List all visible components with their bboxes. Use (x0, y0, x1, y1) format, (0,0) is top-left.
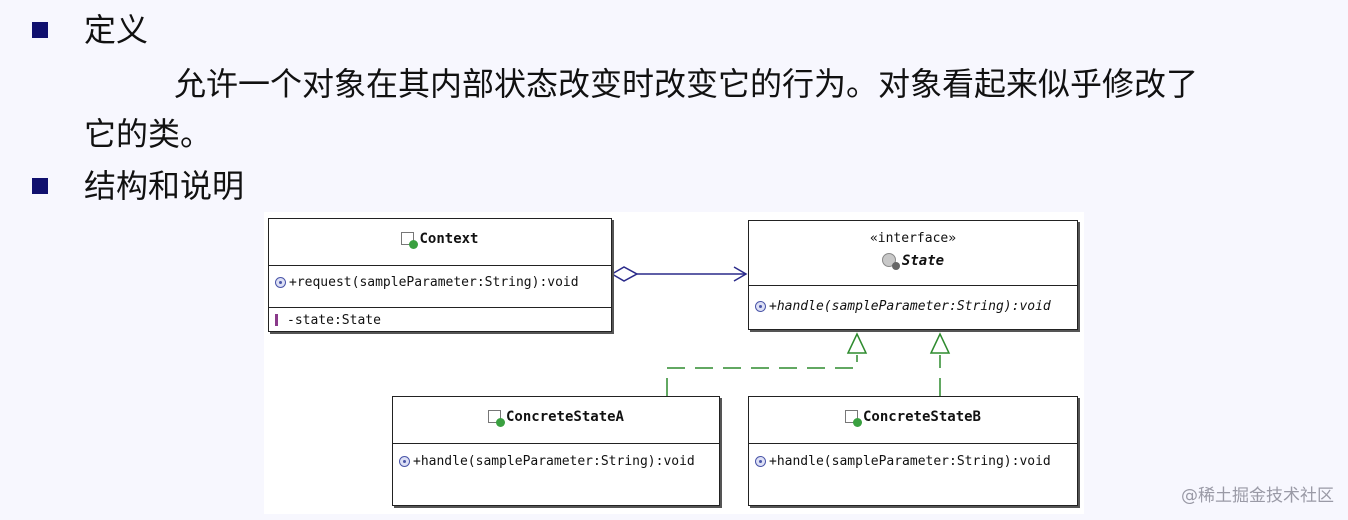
context-class-name: Context (419, 231, 479, 247)
definition-heading: 定义 (84, 11, 149, 49)
interface-icon (881, 253, 900, 270)
operation-icon (755, 456, 766, 467)
state-operation: +handle(sampleParameter:String):void (755, 299, 1051, 314)
state-interface-header: State (749, 253, 1077, 270)
context-operation: +request(sampleParameter:String):void (275, 275, 579, 290)
class-icon (401, 232, 419, 249)
concrete-state-b-operation-text: +handle(sampleParameter:String):void (769, 454, 1051, 469)
operation-icon (755, 301, 766, 312)
concrete-state-b-separator (749, 443, 1077, 444)
concrete-state-a-operation: +handle(sampleParameter:String):void (399, 454, 695, 469)
realization-arrow-b (929, 332, 951, 354)
concrete-state-b-class[interactable]: ConcreteStateB +handle(sampleParameter:S… (748, 396, 1078, 506)
concrete-state-a-name: ConcreteStateA (505, 409, 624, 425)
diagram-connectors (610, 266, 951, 396)
field-icon (275, 314, 285, 326)
state-separator (749, 285, 1077, 286)
definition-text-line1: 允许一个对象在其内部状态改变时改变它的行为。对象看起来似乎修改了 (174, 65, 1199, 103)
concrete-state-a-class[interactable]: ConcreteStateA +handle(sampleParameter:S… (392, 396, 720, 506)
bullet-structure (32, 178, 48, 194)
concrete-state-b-header: ConcreteStateB (749, 409, 1077, 427)
uml-diagram: Context +request(sampleParameter:String)… (264, 212, 1084, 514)
context-class-header: Context (269, 231, 611, 249)
context-field: -state:State (275, 313, 381, 328)
concrete-state-a-operation-text: +handle(sampleParameter:String):void (413, 454, 695, 469)
operation-icon (399, 456, 410, 467)
association-arrowhead (733, 266, 748, 282)
state-interface[interactable]: «interface» State +handle(sampleParamete… (748, 220, 1078, 330)
realization-line-a (666, 355, 858, 396)
aggregation-diamond (610, 266, 639, 282)
structure-heading: 结构和说明 (84, 167, 245, 205)
class-icon (487, 410, 505, 427)
concrete-state-b-name: ConcreteStateB (862, 409, 981, 425)
bullet-definition (32, 22, 48, 38)
operation-icon (275, 277, 286, 288)
concrete-state-b-operation: +handle(sampleParameter:String):void (755, 454, 1051, 469)
context-class[interactable]: Context +request(sampleParameter:String)… (268, 218, 612, 332)
watermark: @稀土掘金技术社区 (1181, 486, 1334, 506)
realization-arrow-a (846, 332, 868, 354)
state-stereotype: «interface» (869, 231, 957, 246)
state-operation-text: +handle(sampleParameter:String):void (769, 299, 1051, 314)
context-separator-2 (269, 307, 611, 308)
context-separator-1 (269, 265, 611, 266)
context-field-text: -state:State (287, 313, 381, 328)
class-icon (844, 410, 862, 427)
concrete-state-a-header: ConcreteStateA (393, 409, 719, 427)
state-interface-name: State (901, 253, 945, 269)
concrete-state-a-separator (393, 443, 719, 444)
definition-text-line2: 它的类。 (84, 115, 213, 153)
context-operation-text: +request(sampleParameter:String):void (289, 275, 579, 290)
